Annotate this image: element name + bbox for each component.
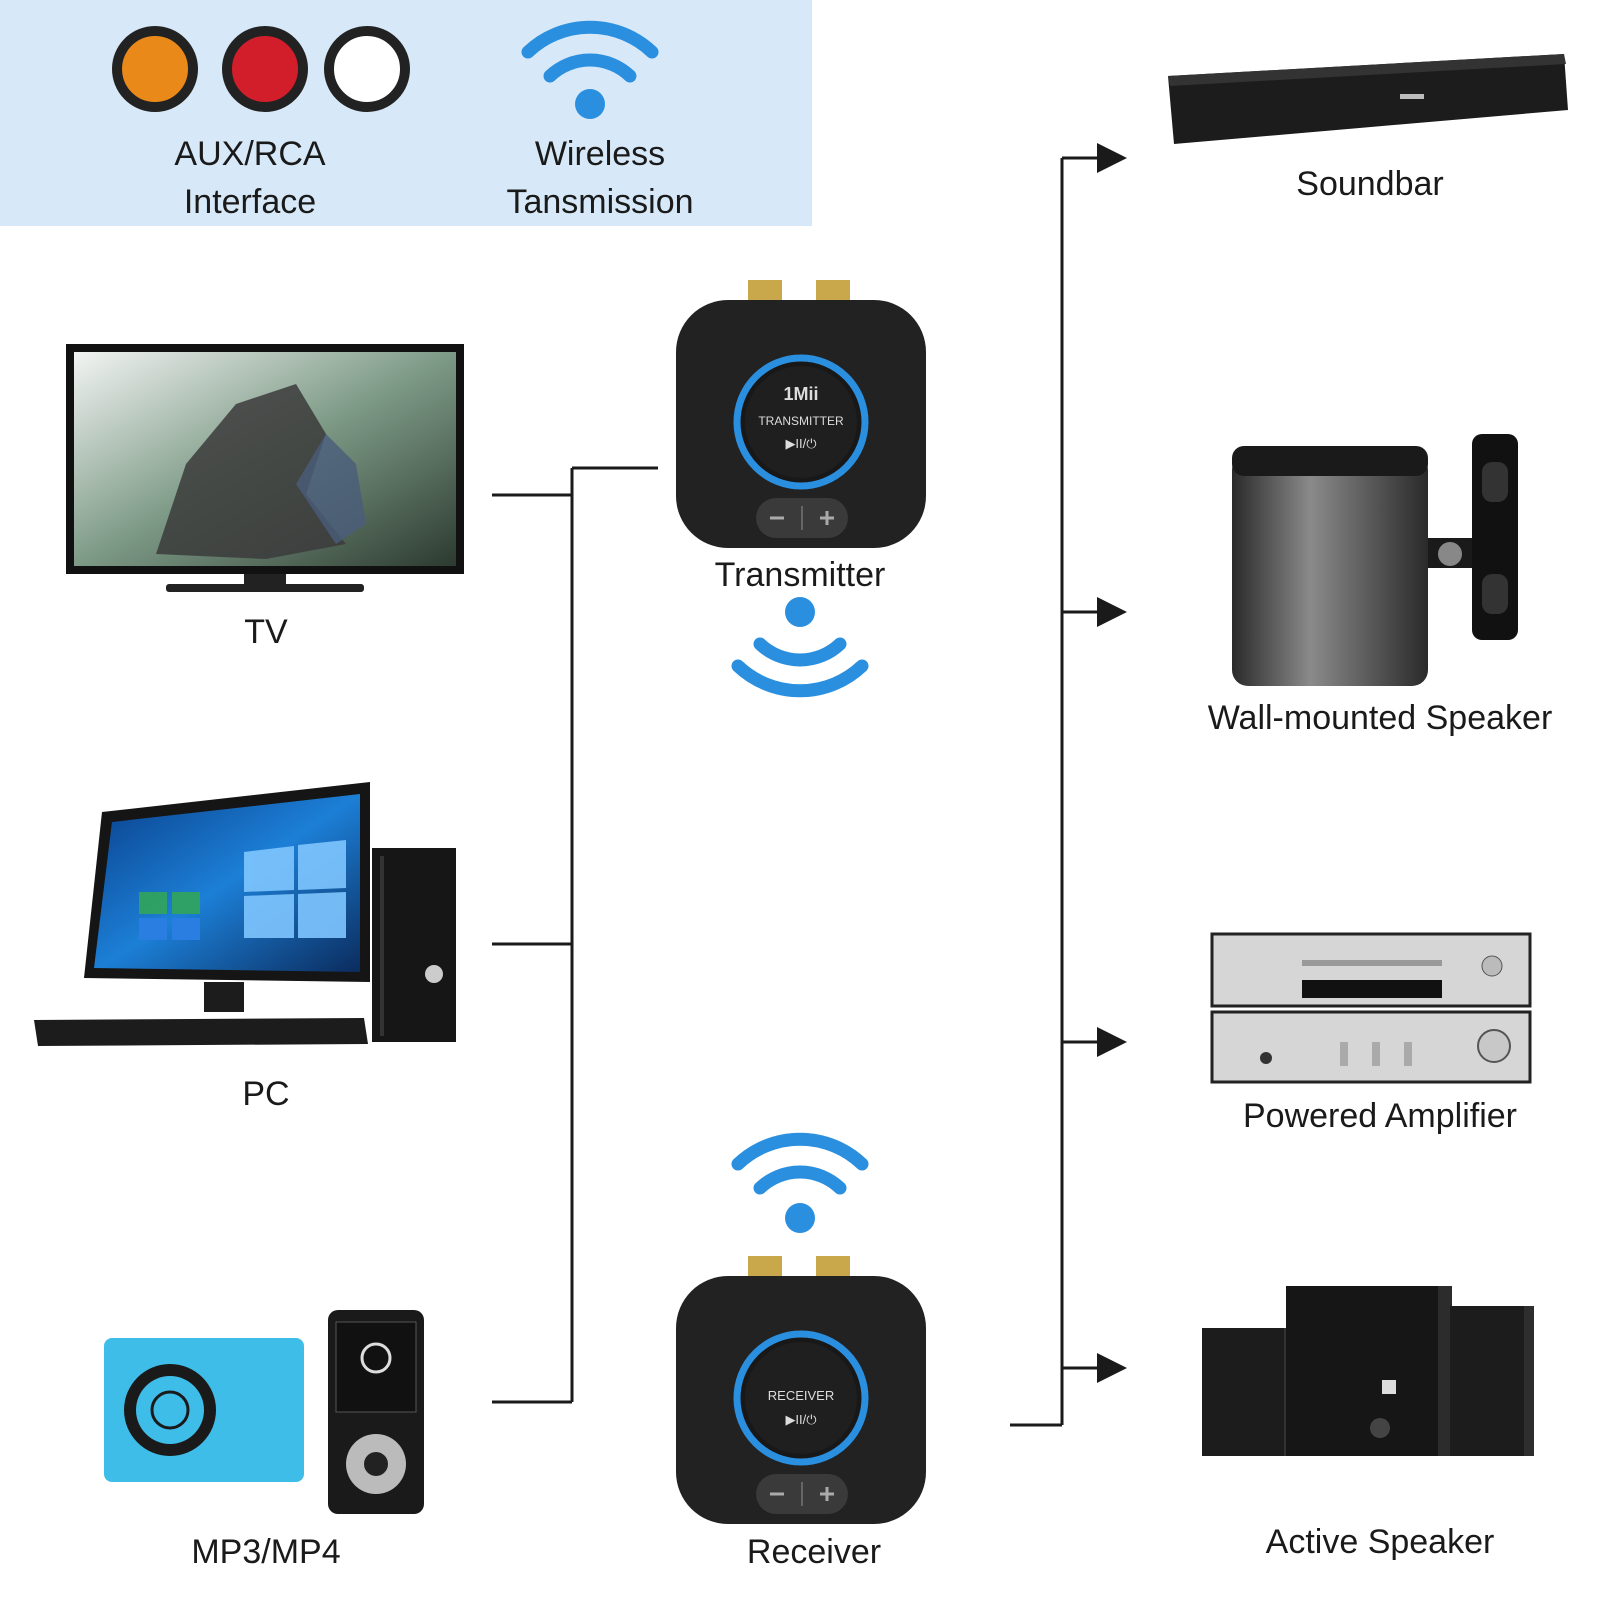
receiver-play-power-button: ▶II/⏻ (785, 1412, 817, 1427)
aux-orange-ring-icon (112, 26, 198, 112)
tv-label: TV (244, 613, 288, 651)
aux-label: AUX/RCA Interface (174, 135, 326, 221)
wall-mounted-speaker-label: Wall-mounted Speaker (1207, 699, 1553, 737)
transmitter-label: Transmitter (714, 556, 886, 594)
soundbar-label: Soundbar (1296, 165, 1444, 203)
feature-banner: AUX/RCA Interface Wireless Tansmission (0, 0, 812, 226)
wireless-label: Wireless Tansmission (506, 135, 694, 221)
active-speaker-icon (1202, 1286, 1534, 1456)
receiver-device-icon (676, 1256, 926, 1524)
pc-label: PC (242, 1075, 290, 1113)
powered-amplifier-label: Powered Amplifier (1242, 1097, 1517, 1135)
transmitter-device-icon (676, 280, 926, 548)
aux-white-ring-icon (324, 26, 410, 112)
soundbar-icon (1168, 54, 1568, 144)
receiver-label: Receiver (746, 1533, 882, 1571)
amplifier-icon (1210, 932, 1532, 1084)
transmitter-play-power-button: ▶II/⏻ (785, 436, 817, 451)
wifi-down-icon (731, 597, 869, 698)
wifi-up-icon (731, 1132, 869, 1233)
active-speaker-label: Active Speaker (1265, 1523, 1495, 1561)
tv-icon (66, 344, 464, 592)
transmitter-brand: 1Mii (783, 384, 819, 404)
wall-speaker-icon (1232, 434, 1518, 686)
receiver-panel-text: RECEIVER (767, 1388, 835, 1403)
transmitter-panel-text: TRANSMITTER (758, 414, 844, 428)
mp3-mp4-label: MP3/MP4 (191, 1533, 341, 1571)
aux-red-ring-icon (222, 26, 308, 112)
mp3-player-icon (104, 1310, 424, 1514)
desktop-pc-icon (34, 782, 456, 1046)
wifi-icon (521, 20, 659, 119)
